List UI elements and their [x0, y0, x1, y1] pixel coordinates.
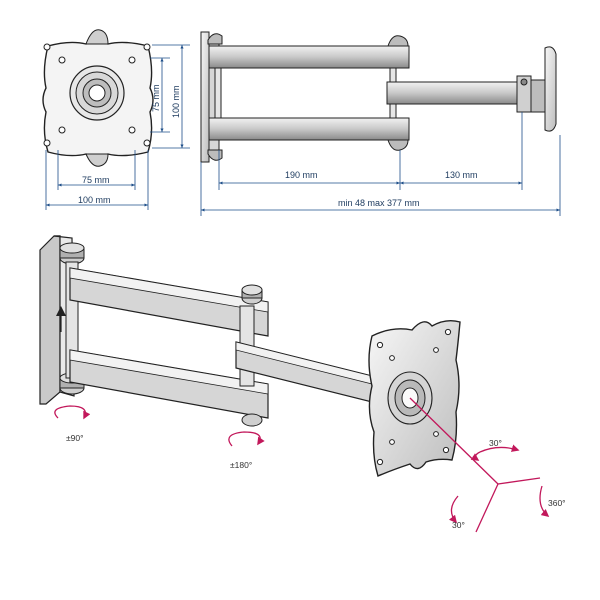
- dim-plate-height-inner: 75 mm: [151, 84, 161, 112]
- dim-extension: min 48 max 377 mm: [338, 198, 420, 208]
- axis-lines: [409, 397, 541, 533]
- vesa-plate-front-view: [42, 29, 154, 167]
- label-tilt: 30°: [489, 438, 502, 448]
- arm-side-view: [200, 31, 557, 163]
- arm-dimension-lines: [200, 112, 561, 216]
- rotation-arrow-icon: [54, 405, 550, 524]
- dim-plate-width-inner: 75 mm: [82, 175, 110, 185]
- label-wall-swivel: ±90°: [66, 433, 84, 443]
- label-swivel: 30°: [452, 520, 465, 530]
- dim-plate-width-outer: 100 mm: [78, 195, 111, 205]
- plate-dimension-lines: [45, 44, 190, 210]
- label-arm-joint: ±180°: [230, 460, 252, 470]
- dim-arm-second: 130 mm: [445, 170, 478, 180]
- arm-perspective-view: [39, 235, 461, 477]
- label-rotate: 360°: [548, 498, 566, 508]
- dim-arm-first: 190 mm: [285, 170, 318, 180]
- dim-plate-height-outer: 100 mm: [171, 85, 181, 118]
- up-arrow-icon: [56, 306, 66, 332]
